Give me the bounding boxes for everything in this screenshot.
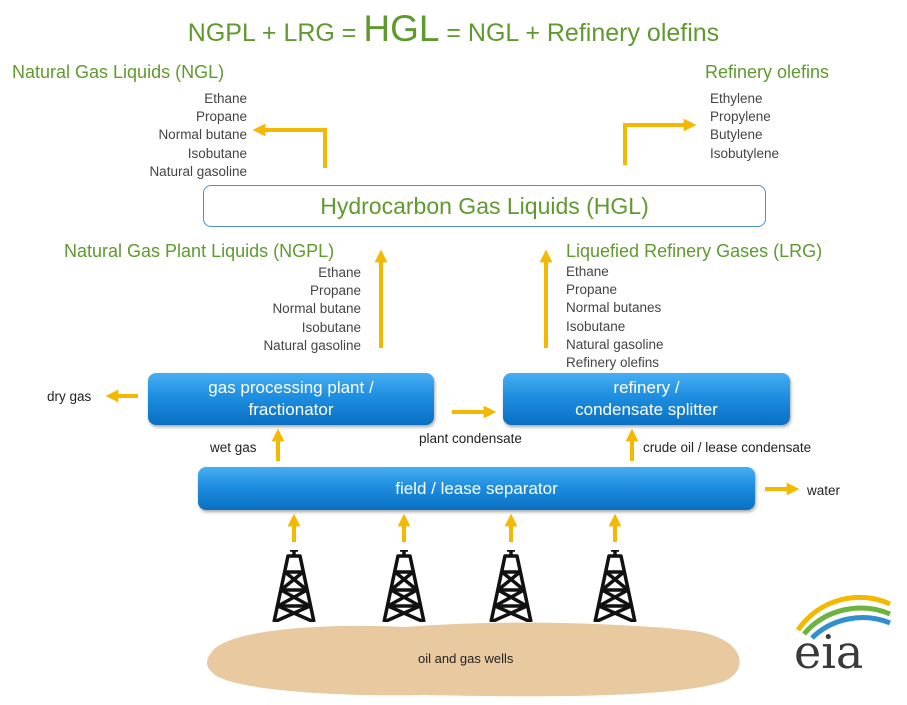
ngpl-item: Isobutane (301, 319, 361, 335)
ngpl-item: Normal butane (272, 301, 361, 317)
ngl-item: Propane (195, 109, 247, 125)
field-lease-separator-box: field / lease separator (198, 467, 755, 510)
ngpl-item: Propane (309, 283, 361, 299)
page-title: NGPL + LRG = HGL = NGL + Refinery olefin… (0, 8, 907, 50)
title-hgl: HGL (363, 8, 440, 49)
plant-condensate-label: plant condensate (419, 431, 522, 446)
olefins-item: Isobutylene (710, 145, 780, 161)
gas-plant-line2: fractionator (248, 400, 334, 419)
refinery-line2: condensate splitter (575, 400, 718, 419)
refinery-line1: refinery / (613, 378, 680, 397)
ngpl-list: Ethane Propane Normal butane Isobutane N… (210, 264, 361, 355)
lrg-item: Isobutane (566, 318, 626, 334)
lrg-item: Propane (566, 282, 618, 298)
lrg-list: Ethane Propane Normal butanes Isobutane … (566, 263, 664, 372)
ngl-item: Isobutane (187, 145, 247, 161)
lrg-item: Normal butanes (566, 300, 662, 316)
ngpl-heading: Natural Gas Plant Liquids (NGPL) (64, 241, 335, 261)
wells-label: oil and gas wells (418, 651, 514, 666)
gas-plant-line1: gas processing plant / (208, 378, 374, 397)
lrg-item: Refinery olefins (566, 355, 660, 371)
crude-oil-label: crude oil / lease condensate (643, 440, 812, 455)
derrick-icon (272, 550, 316, 622)
wet-gas-label: wet gas (210, 440, 257, 455)
water-label: water (807, 483, 841, 498)
lrg-item: Natural gasoline (566, 336, 664, 352)
eia-logo-icon: eia (794, 594, 892, 675)
oil-gas-reservoir (206, 622, 740, 697)
olefins-heading: Refinery olefins (705, 62, 830, 82)
gas-processing-plant-box: gas processing plant / fractionator (148, 373, 434, 425)
title-suffix: = NGL + Refinery olefins (439, 19, 720, 47)
title-prefix: NGPL + LRG = (187, 19, 364, 47)
derrick-icon (593, 550, 637, 622)
ngl-heading: Natural Gas Liquids (NGL) (12, 62, 225, 82)
eia-logo-text: eia (794, 625, 863, 675)
ngpl-item: Natural gasoline (263, 337, 361, 353)
hgl-box: Hydrocarbon Gas Liquids (HGL) (203, 185, 766, 227)
dry-gas-label: dry gas (47, 389, 92, 404)
ngpl-item: Ethane (318, 265, 361, 280)
arrow-to-olefins (623, 118, 697, 165)
ngl-item: Normal butane (158, 127, 247, 143)
ngl-item: Ethane (204, 91, 247, 106)
ngl-item: Natural gasoline (149, 163, 247, 179)
arrow-to-ngl (252, 123, 327, 168)
olefins-item: Ethylene (710, 91, 763, 106)
olefins-item: Butylene (710, 127, 763, 143)
lrg-item: Ethane (566, 264, 609, 279)
derrick-icon (382, 550, 426, 622)
olefins-item: Propylene (710, 109, 771, 125)
ngl-list: Ethane Propane Normal butane Isobutane N… (100, 90, 247, 181)
lrg-heading: Liquefied Refinery Gases (LRG) (566, 241, 823, 261)
refinery-box: refinery / condensate splitter (503, 373, 790, 425)
derrick-icon (489, 550, 533, 622)
olefins-list: Ethylene Propylene Butylene Isobutylene (710, 90, 779, 163)
